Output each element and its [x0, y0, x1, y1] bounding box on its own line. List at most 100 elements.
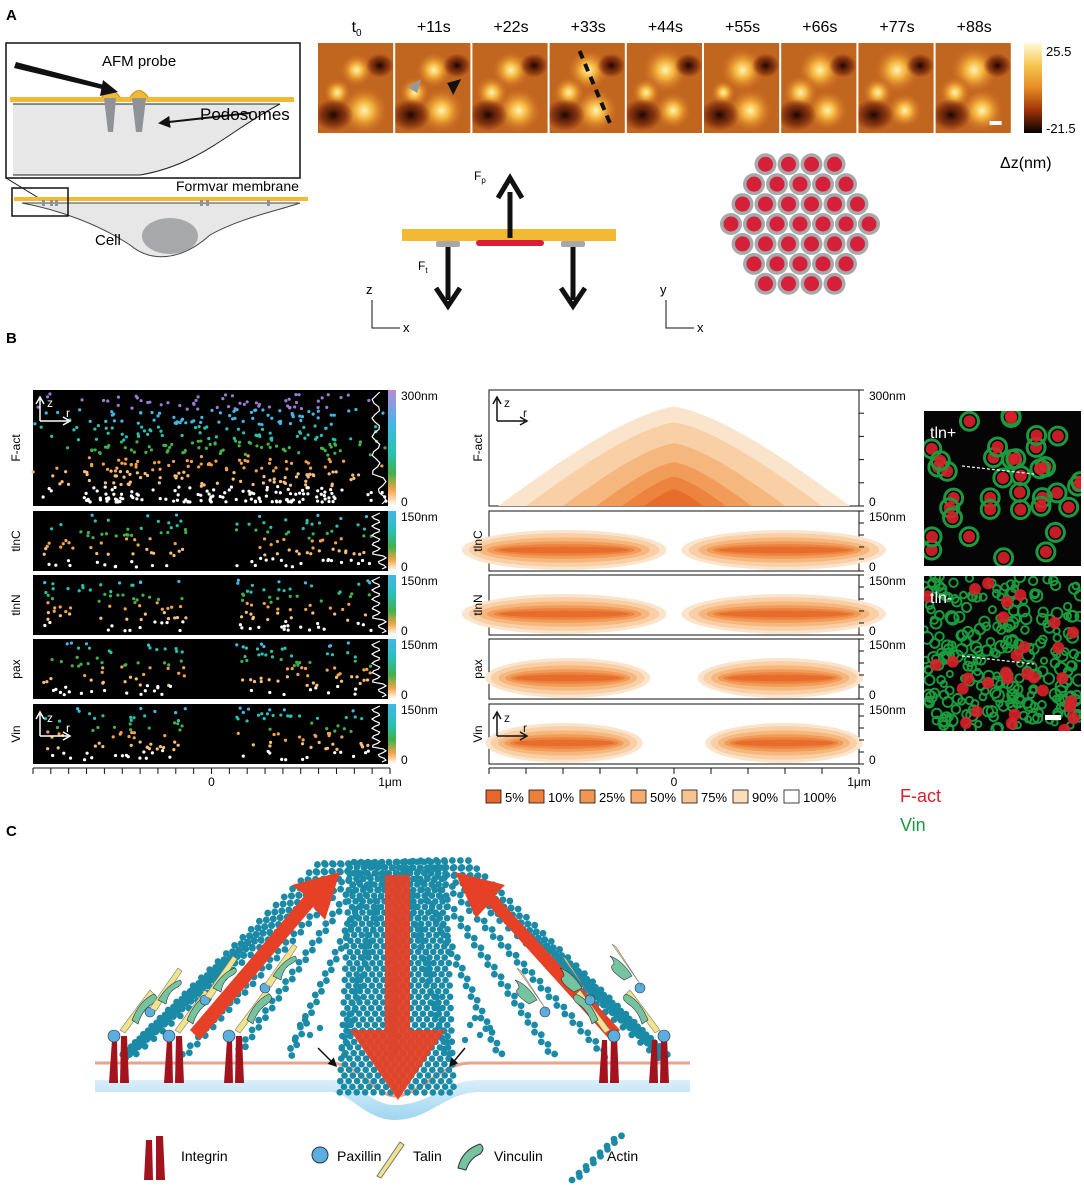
actin-monomer: [441, 858, 449, 866]
actin-monomer: [354, 1055, 362, 1062]
actin-monomer: [499, 896, 507, 904]
localization: [76, 707, 80, 711]
actin-monomer: [302, 949, 310, 956]
localization: [194, 398, 198, 403]
panel-label-a: A: [6, 7, 17, 24]
localization: [336, 724, 340, 728]
actin-monomer: [169, 1013, 177, 1020]
podosome-core: [827, 196, 842, 212]
actin-monomer: [345, 1077, 352, 1085]
actin-monomer: [410, 886, 417, 894]
actin-monomer: [288, 892, 296, 900]
actin-monomer: [372, 999, 379, 1006]
podosome-core: [804, 236, 819, 252]
localization: [86, 534, 90, 538]
localization: [98, 498, 103, 502]
actin-monomer: [337, 945, 345, 952]
actin-monomer: [350, 931, 358, 939]
localization: [251, 743, 255, 747]
actin-monomer: [605, 994, 613, 1002]
actin-monomer: [279, 900, 287, 908]
localization: [269, 649, 274, 653]
actin-monomer: [443, 903, 450, 911]
localization: [299, 561, 303, 566]
actin-monomer: [308, 939, 316, 947]
localization: [350, 675, 354, 679]
localization: [306, 486, 310, 490]
actin-monomer: [367, 875, 374, 883]
localization: [119, 440, 124, 444]
localization: [303, 666, 308, 671]
actin-monomer: [614, 1002, 621, 1010]
localization: [176, 722, 180, 726]
actin-monomer: [295, 892, 303, 899]
actin-monomer: [440, 1049, 448, 1057]
adhesion-complex: [107, 989, 157, 1083]
actin-monomer: [410, 943, 418, 950]
localization: [128, 480, 132, 484]
actin-monomer: [422, 948, 429, 956]
actin-monomer: [322, 927, 330, 935]
actin-monomer: [433, 931, 440, 939]
localization: [210, 408, 214, 412]
localization: [309, 552, 313, 556]
localization: [249, 410, 254, 415]
actin-monomer: [345, 971, 353, 978]
localization: [129, 533, 134, 538]
actin-monomer: [185, 1049, 193, 1057]
actin-monomer: [275, 994, 283, 1002]
localization: [88, 588, 92, 592]
localization: [78, 408, 82, 412]
actin-monomer: [419, 1021, 427, 1029]
localization: [291, 413, 295, 418]
localization: [99, 616, 103, 620]
localization: [347, 409, 351, 413]
row-label: F-act: [9, 434, 23, 462]
localization: [103, 481, 107, 485]
localization: [182, 470, 186, 474]
localization: [274, 490, 278, 494]
actin-monomer: [615, 1009, 623, 1017]
actin-monomer: [446, 993, 454, 1001]
actin-monomer: [366, 920, 373, 928]
actin-monomer: [473, 865, 481, 873]
localization: [156, 414, 160, 418]
localization: [148, 666, 152, 670]
actin-monomer: [347, 937, 354, 945]
localization: [270, 416, 274, 420]
actin-icon: [575, 1169, 583, 1177]
actin-monomer: [592, 1037, 600, 1045]
actin-monomer: [429, 948, 437, 956]
podosome-core: [781, 196, 796, 212]
localization: [303, 581, 308, 585]
actin-monomer: [410, 920, 418, 928]
localization: [119, 482, 123, 487]
localization: [139, 399, 143, 403]
localization: [93, 716, 97, 720]
actin-monomer: [442, 881, 450, 888]
localization: [299, 625, 303, 629]
actin-monomer: [362, 914, 370, 922]
adhesion-complex: [573, 989, 621, 1083]
localization: [363, 613, 368, 617]
localization: [199, 484, 203, 488]
podosome-core: [758, 236, 773, 252]
podosome-core: [792, 176, 808, 192]
scale-zero-label: 0: [401, 688, 408, 702]
localization: [147, 726, 151, 730]
actin-monomer: [360, 982, 368, 989]
localization: [167, 463, 171, 468]
actin-icon: [603, 1142, 611, 1150]
localization: [238, 401, 242, 405]
actin-monomer: [238, 959, 246, 966]
actin-monomer: [345, 982, 352, 990]
actin-monomer: [282, 978, 289, 985]
actin-monomer: [349, 976, 356, 984]
time-label: +77s: [879, 19, 914, 36]
actin-monomer: [357, 954, 365, 961]
localization: [118, 500, 122, 504]
localization: [46, 617, 50, 621]
localization: [125, 470, 129, 474]
actin-monomer: [537, 1031, 545, 1039]
localization: [349, 729, 353, 734]
